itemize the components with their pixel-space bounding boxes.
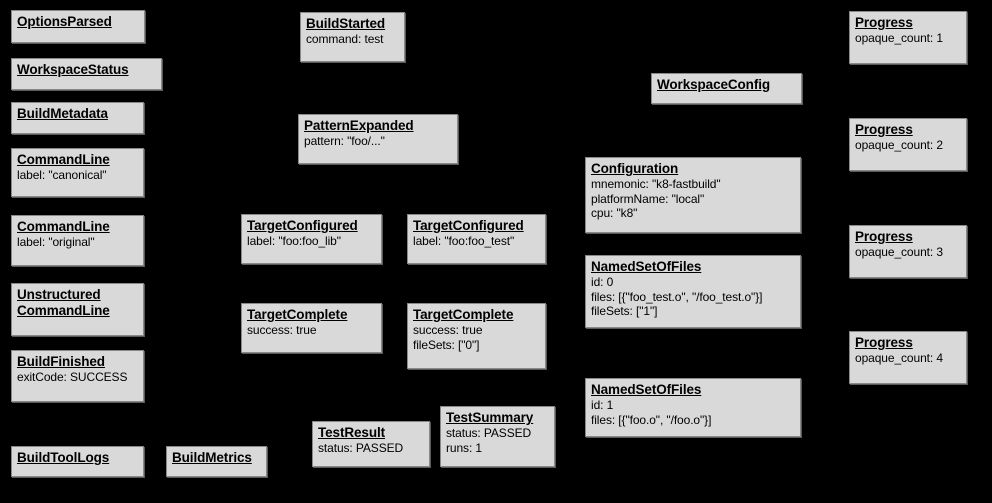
node-title: BuildFinished [17,354,105,369]
node-title: TestSummary [446,410,534,425]
node-title: NamedSetOfFiles [591,382,702,397]
node-title: PatternExpanded [304,118,414,133]
node-build-metadata[interactable]: BuildMetadata [11,102,144,134]
node-workspace-config[interactable]: WorkspaceConfig [651,73,802,104]
node-title: TargetConfigured [413,218,524,233]
node-field: label: "foo:foo_lib" [247,234,341,248]
node-field: opaque_count: 1 [855,31,943,45]
node-field: label: "canonical" [17,168,107,182]
node-fields: command: test [306,32,399,47]
node-field: mnemonic: "k8-fastbuild" [591,177,721,191]
node-title: Unstructured CommandLine [17,287,110,318]
node-field: fileSets: ["0"] [413,337,480,352]
node-field: label: "foo:foo_test" [413,234,515,248]
node-field: id: 0 [591,275,614,289]
node-field: label: "original" [17,235,95,249]
node-title: Progress [855,122,913,137]
node-title: Configuration [591,161,679,176]
node-title: WorkspaceConfig [657,77,771,92]
node-field: platformName: "local" [591,191,705,206]
node-title: TestResult [318,425,386,440]
node-title: Progress [855,229,913,244]
node-field: files: [{"foo_test.o", "/foo_test.o"}] [591,289,763,304]
node-title: TargetConfigured [247,218,358,233]
node-title: BuildMetrics [172,450,252,465]
node-field: runs: 1 [446,440,482,455]
node-title: Progress [855,15,913,30]
node-field: fileSets: ["1"] [591,304,658,318]
node-field: opaque_count: 3 [855,245,943,259]
node-title: WorkspaceStatus [17,62,129,77]
node-build-metrics[interactable]: BuildMetrics [166,446,267,477]
node-fields: label: "foo:foo_test" [413,234,540,249]
node-fields: opaque_count: 4 [855,351,961,366]
node-title: BuildToolLogs [17,450,110,465]
node-field: exitCode: SUCCESS [17,370,128,384]
node-title: TargetComplete [413,307,514,322]
node-fields: opaque_count: 2 [855,138,961,153]
node-title: CommandLine [17,152,110,167]
node-field: id: 1 [591,398,614,412]
node-fields: label: "original" [17,235,138,250]
node-unstructured-command-line[interactable]: Unstructured CommandLine [11,283,144,336]
node-field: success: true [247,323,317,337]
node-field: status: PASSED [446,426,532,440]
node-build-tool-logs[interactable]: BuildToolLogs [11,446,144,477]
node-fields: success: true [247,323,376,338]
node-title: BuildStarted [306,16,386,31]
node-fields: opaque_count: 1 [855,31,961,46]
node-fields: pattern: "foo/..." [304,134,452,149]
node-fields: opaque_count: 3 [855,245,961,260]
node-fields: mnemonic: "k8-fastbuild"platformName: "l… [591,177,795,221]
node-workspace-status[interactable]: WorkspaceStatus [11,58,162,90]
node-field: opaque_count: 4 [855,351,943,365]
node-field: status: PASSED [318,441,404,455]
node-title: TargetComplete [247,307,348,322]
node-fields: label: "canonical" [17,168,138,183]
node-field: opaque_count: 2 [855,138,943,152]
node-field: pattern: "foo/..." [304,134,385,148]
node-field: success: true [413,323,483,337]
node-fields: status: PASSED [318,441,424,456]
node-options-parsed[interactable]: OptionsParsed [11,10,145,43]
node-title: BuildMetadata [17,106,108,121]
node-title: OptionsParsed [17,14,112,29]
node-field: cpu: "k8" [591,206,638,220]
node-fields: exitCode: SUCCESS [17,370,138,385]
node-fields: label: "foo:foo_lib" [247,234,376,249]
node-title: CommandLine [17,219,110,234]
node-field: command: test [306,32,384,46]
node-title: NamedSetOfFiles [591,259,702,274]
node-field: files: [{"foo.o", "/foo.o"}] [591,412,712,427]
node-title: Progress [855,335,913,350]
